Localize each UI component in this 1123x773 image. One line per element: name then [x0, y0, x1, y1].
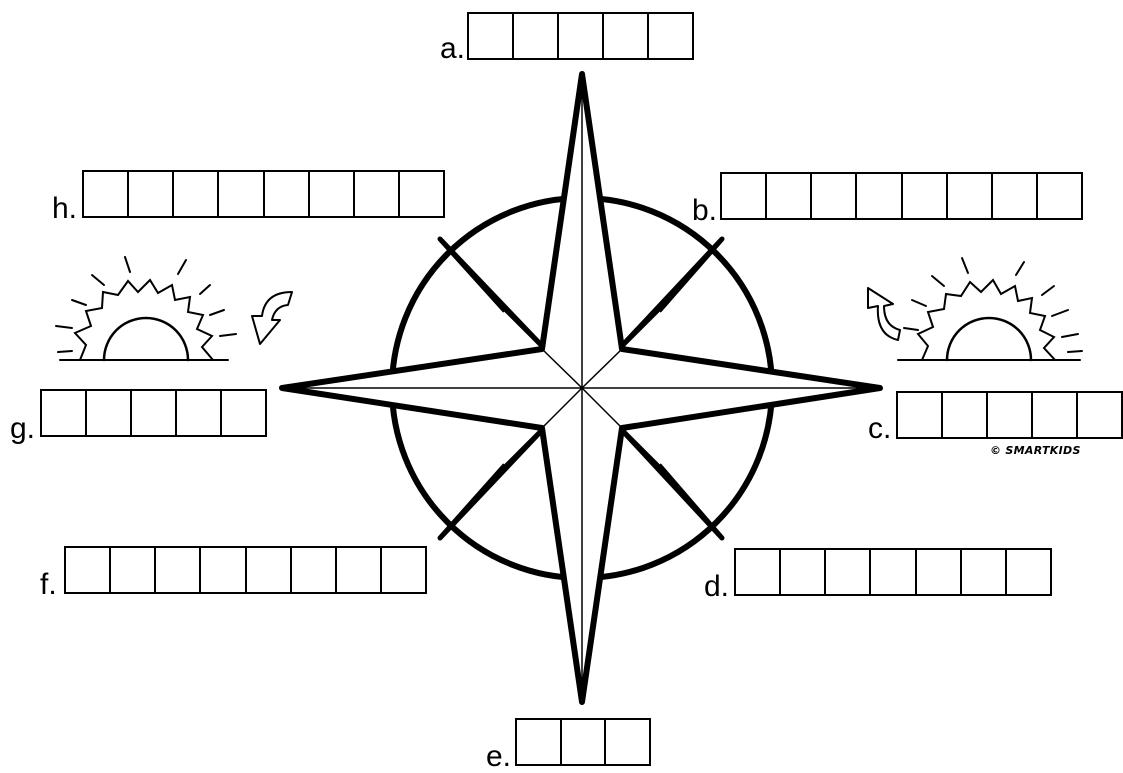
letter-box[interactable] — [722, 174, 767, 218]
answer-label-d: d. — [704, 572, 729, 602]
letter-box[interactable] — [517, 720, 562, 764]
answer-boxes-h[interactable] — [82, 170, 445, 218]
answer-label-a: a. — [440, 34, 465, 64]
setting-sun-icon — [56, 257, 236, 360]
letter-box[interactable] — [129, 172, 174, 216]
letter-box[interactable] — [604, 14, 649, 58]
answer-label-c: c. — [868, 414, 891, 444]
letter-box[interactable] — [948, 174, 993, 218]
answer-label-f: f. — [40, 570, 57, 600]
letter-box[interactable] — [606, 720, 649, 764]
letter-box[interactable] — [469, 14, 514, 58]
curved-arrow-up-icon — [868, 288, 900, 340]
answer-boxes-g[interactable] — [40, 389, 267, 437]
letter-box[interactable] — [355, 172, 400, 216]
letter-box[interactable] — [898, 393, 943, 437]
answer-label-h: h. — [52, 194, 77, 224]
letter-box[interactable] — [42, 391, 87, 435]
letter-box[interactable] — [988, 393, 1033, 437]
letter-box[interactable] — [66, 548, 111, 592]
letter-box[interactable] — [132, 391, 177, 435]
letter-box[interactable] — [962, 550, 1007, 594]
letter-box[interactable] — [857, 174, 902, 218]
letter-box[interactable] — [943, 393, 988, 437]
letter-box[interactable] — [559, 14, 604, 58]
answer-label-e: e. — [486, 742, 511, 772]
letter-box[interactable] — [826, 550, 871, 594]
answer-boxes-f[interactable] — [64, 546, 427, 594]
letter-box[interactable] — [310, 172, 355, 216]
rising-sun-icon — [898, 258, 1082, 360]
letter-box[interactable] — [87, 391, 132, 435]
letter-box[interactable] — [514, 14, 559, 58]
letter-box[interactable] — [219, 172, 264, 216]
letter-box[interactable] — [400, 172, 443, 216]
letter-box[interactable] — [177, 391, 222, 435]
answer-boxes-c[interactable] — [896, 391, 1123, 439]
letter-box[interactable] — [1078, 393, 1121, 437]
answer-boxes-d[interactable] — [734, 548, 1052, 596]
letter-box[interactable] — [562, 720, 607, 764]
copyright-notice: © SMARTKIDS — [990, 444, 1081, 457]
letter-box[interactable] — [917, 550, 962, 594]
letter-box[interactable] — [1007, 550, 1050, 594]
letter-box[interactable] — [174, 172, 219, 216]
letter-box[interactable] — [871, 550, 916, 594]
letter-box[interactable] — [337, 548, 382, 592]
letter-box[interactable] — [1038, 174, 1081, 218]
letter-box[interactable] — [382, 548, 425, 592]
answer-boxes-a[interactable] — [467, 12, 694, 60]
letter-box[interactable] — [812, 174, 857, 218]
letter-box[interactable] — [156, 548, 201, 592]
letter-box[interactable] — [767, 174, 812, 218]
letter-box[interactable] — [265, 172, 310, 216]
letter-box[interactable] — [84, 172, 129, 216]
letter-box[interactable] — [903, 174, 948, 218]
curved-arrow-down-icon — [252, 292, 292, 344]
letter-box[interactable] — [781, 550, 826, 594]
letter-box[interactable] — [292, 548, 337, 592]
answer-boxes-b[interactable] — [720, 172, 1083, 220]
letter-box[interactable] — [736, 550, 781, 594]
letter-box[interactable] — [1033, 393, 1078, 437]
letter-box[interactable] — [649, 14, 692, 58]
compass-main-star — [282, 74, 880, 702]
answer-label-b: b. — [692, 196, 717, 226]
letter-box[interactable] — [247, 548, 292, 592]
letter-box[interactable] — [222, 391, 265, 435]
answer-boxes-e[interactable] — [515, 718, 651, 766]
letter-box[interactable] — [111, 548, 156, 592]
letter-box[interactable] — [201, 548, 246, 592]
answer-label-g: g. — [10, 414, 35, 444]
letter-box[interactable] — [993, 174, 1038, 218]
